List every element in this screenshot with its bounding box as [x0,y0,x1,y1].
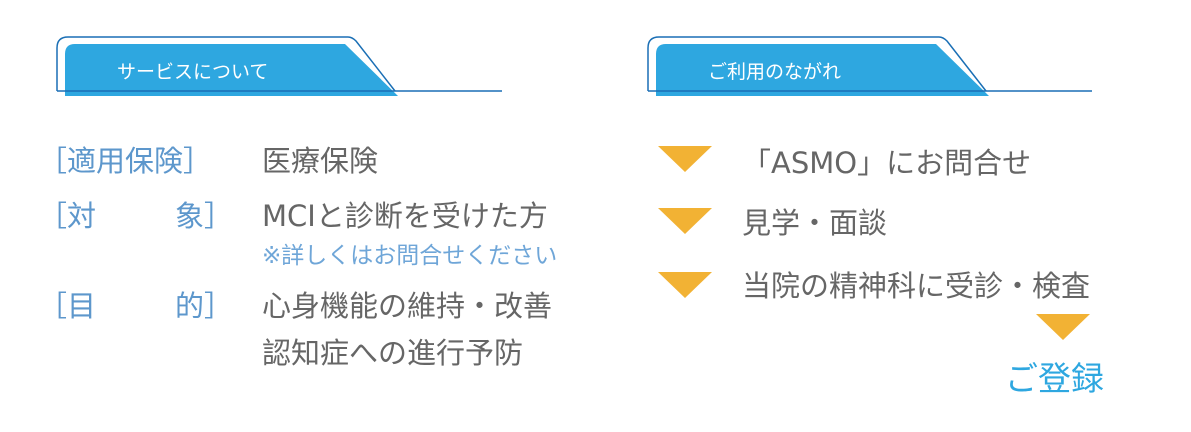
flow-step-2: 見学・面談 [742,206,888,240]
flow-final-registration: ご登録 [1005,359,1104,398]
label-insurance: ［適用保険］ [38,138,233,180]
arrow-down-icon [658,208,712,234]
flow-step-3: 当院の精神科に受診・検査 [742,269,1091,303]
service-section-title: サービスについて [117,61,269,83]
arrow-down-icon [658,272,712,298]
label-text: ［目 [38,289,97,323]
arrow-down-icon [1036,314,1090,340]
label-target: ［対 象］ [38,193,233,235]
arrow-down-icon [658,146,712,172]
value-target: MCIと診断を受けた方 [262,199,548,233]
label-text: ［適用保険］ [38,144,213,178]
label-text: 象］ [174,199,233,233]
value-purpose-2: 認知症への進行予防 [262,336,524,370]
target-note: ※詳しくはお問合せください [262,243,558,269]
flow-step-1: 「ASMO」にお問合せ [742,146,1032,180]
label-text: 的］ [174,289,233,323]
service-tab-graphic [56,36,502,96]
label-text: ［対 [38,199,97,233]
label-purpose: ［目 的］ [38,283,233,325]
value-purpose: 心身機能の維持・改善 [262,289,553,323]
flow-tab-graphic [647,36,1092,96]
flow-section-title: ご利用のながれ [708,61,842,83]
value-insurance: 医療保険 [262,144,379,178]
